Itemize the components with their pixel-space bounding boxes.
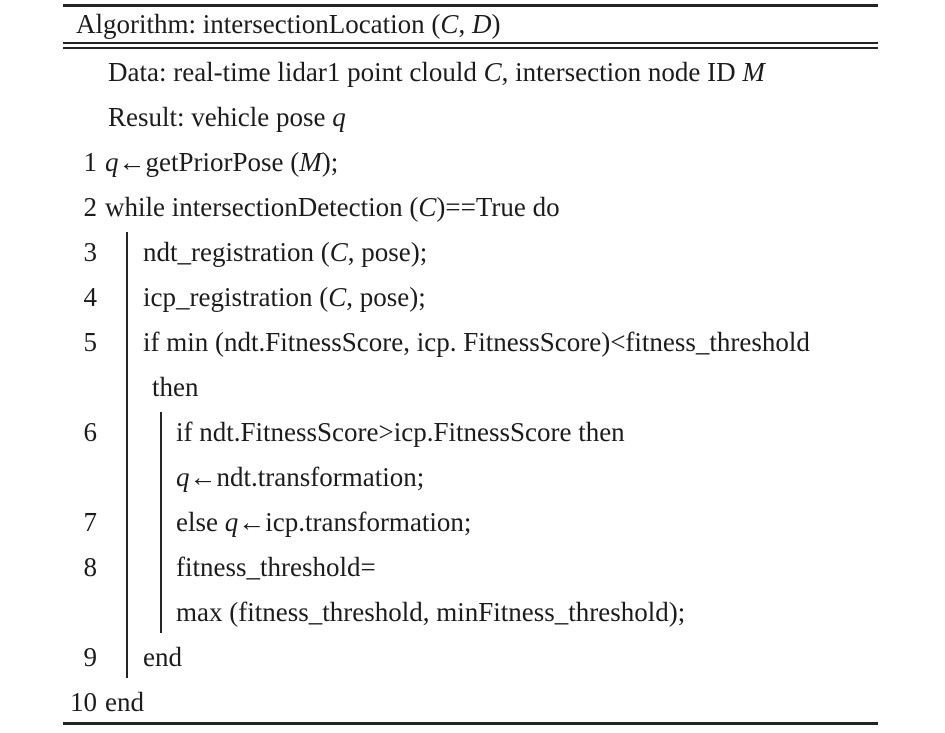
line-content: end xyxy=(105,680,144,725)
line-content: q←getPriorPose (M); xyxy=(105,140,338,185)
code-text: ) xyxy=(491,9,501,39)
code-text: else xyxy=(176,507,225,537)
line-number: 7 xyxy=(83,507,98,537)
math-variable: q xyxy=(332,102,346,132)
algorithm-line: Result: vehicle pose q xyxy=(0,95,945,140)
line-content: if ndt.FitnessScore>icp.FitnessScore the… xyxy=(176,410,625,455)
math-variable: C xyxy=(483,57,502,87)
line-number: 4 xyxy=(83,282,98,312)
algorithm-line: max (fitness_threshold, minFitness_thres… xyxy=(0,590,945,635)
math-variable: D xyxy=(471,9,492,39)
line-number: 9 xyxy=(83,642,98,672)
algorithm-line: 7 else q←icp.transformation; xyxy=(0,500,945,545)
line-number: 2 xyxy=(83,192,98,222)
line-number: 5 xyxy=(83,327,98,357)
code-text: icp_registration ( xyxy=(143,282,329,312)
line-content: while intersectionDetection (C)==True do xyxy=(105,185,560,230)
algorithm-title: Algorithm: intersectionLocation (C, D) xyxy=(76,6,500,42)
math-variable: C xyxy=(440,9,459,39)
code-text: , pose); xyxy=(346,282,426,312)
line-content: Data: real-time lidar1 point clould C, i… xyxy=(108,50,765,95)
block-indent-bar-outer xyxy=(126,232,128,678)
math-variable: C xyxy=(328,282,347,312)
algorithm-line: 3 ndt_registration (C, pose); xyxy=(0,230,945,275)
math-variable: M xyxy=(299,147,322,177)
line-content: max (fitness_threshold, minFitness_thres… xyxy=(176,590,685,635)
line-content: else q←icp.transformation; xyxy=(176,500,471,545)
line-content: icp_registration (C, pose); xyxy=(143,275,426,320)
line-content: ndt_registration (C, pose); xyxy=(143,230,427,275)
algorithm-line: 4 icp_registration (C, pose); xyxy=(0,275,945,320)
code-text: Data: real-time lidar1 point clould xyxy=(108,57,484,87)
code-text: ndt_registration ( xyxy=(143,237,330,267)
math-variable: q xyxy=(105,147,119,177)
top-rule xyxy=(63,4,878,7)
code-text: Algorithm: intersectionLocation ( xyxy=(76,9,441,39)
code-text: then xyxy=(152,372,199,402)
code-text: end xyxy=(143,642,182,672)
algorithm-line: 9 end xyxy=(0,635,945,680)
algorithm-line: 6 if ndt.FitnessScore>icp.FitnessScore th… xyxy=(0,410,945,455)
code-text: max (fitness_threshold, minFitness_thres… xyxy=(176,597,686,627)
algorithm-line: then xyxy=(0,365,945,410)
code-text: ←ndt.transformation; xyxy=(189,462,425,492)
code-text: ←getPriorPose ( xyxy=(118,147,300,177)
algorithm-line: 8 fitness_threshold= xyxy=(0,545,945,590)
math-variable: M xyxy=(742,57,765,87)
code-text: , xyxy=(458,9,472,39)
code-text: end xyxy=(105,687,144,717)
code-text: while intersectionDetection ( xyxy=(105,192,419,222)
code-text: if min (ndt.FitnessScore, icp. FitnessSc… xyxy=(143,327,810,357)
line-content: then xyxy=(152,365,199,410)
line-number: 3 xyxy=(83,237,98,267)
code-text: fitness_threshold= xyxy=(176,552,376,582)
algorithm-line: q←ndt.transformation; xyxy=(0,455,945,500)
algorithm-line: Data: real-time lidar1 point clould C, i… xyxy=(0,50,945,95)
line-content: if min (ndt.FitnessScore, icp. FitnessSc… xyxy=(143,320,810,365)
code-text: ); xyxy=(321,147,339,177)
line-content: q←ndt.transformation; xyxy=(176,455,424,500)
line-number: 10 xyxy=(70,687,97,717)
code-text: Result: vehicle pose xyxy=(108,102,333,132)
algorithm-line: 5 if min (ndt.FitnessScore, icp. FitnessS… xyxy=(0,320,945,365)
line-content: Result: vehicle pose q xyxy=(108,95,346,140)
code-text: , intersection node ID xyxy=(501,57,743,87)
line-number: 1 xyxy=(83,147,98,177)
code-text: )==True do xyxy=(436,192,560,222)
line-content: end xyxy=(143,635,182,680)
algorithm-line: 10 end xyxy=(0,680,945,725)
math-variable: C xyxy=(329,237,348,267)
math-variable: q xyxy=(224,507,239,537)
bottom-rule xyxy=(63,722,878,725)
math-variable: C xyxy=(418,192,437,222)
code-text: , pose); xyxy=(347,237,428,267)
code-text: ←icp.transformation; xyxy=(238,507,472,537)
code-text: if ndt.FitnessScore>icp.FitnessScore the… xyxy=(176,417,625,447)
line-content: fitness_threshold= xyxy=(176,545,376,590)
line-number: 8 xyxy=(83,552,98,582)
block-indent-bar-inner xyxy=(160,412,162,633)
header-separator-double-rule xyxy=(63,42,878,49)
math-variable: q xyxy=(176,462,190,492)
line-number: 6 xyxy=(83,417,98,447)
